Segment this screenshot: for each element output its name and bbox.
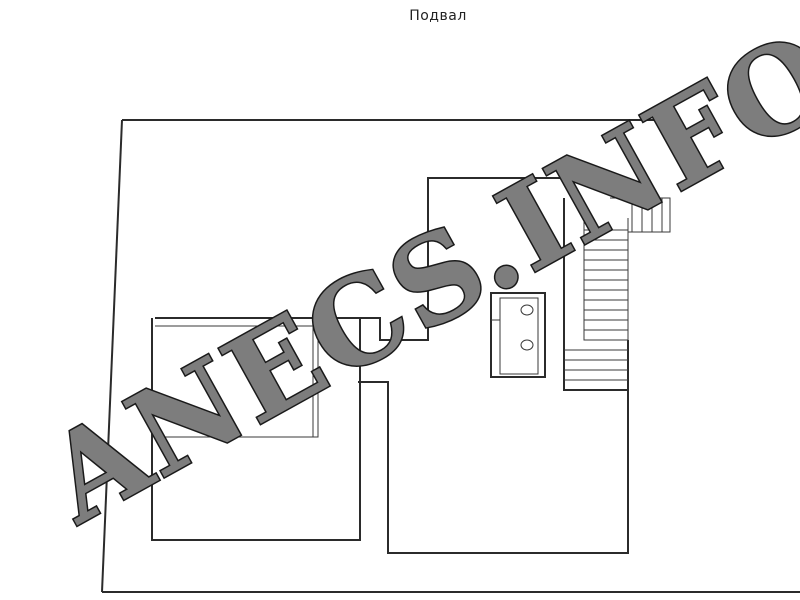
outer-walls: [101, 119, 800, 593]
room-right: [358, 177, 629, 554]
sink-fixture: [520, 304, 534, 316]
room-left: [151, 317, 361, 541]
toilet-fixture: [520, 339, 534, 351]
page-title: Подвал: [409, 8, 467, 24]
staircase: [563, 197, 671, 391]
watermark-text: ANECS.INFO: [23, 4, 800, 550]
bathroom: [490, 292, 546, 378]
